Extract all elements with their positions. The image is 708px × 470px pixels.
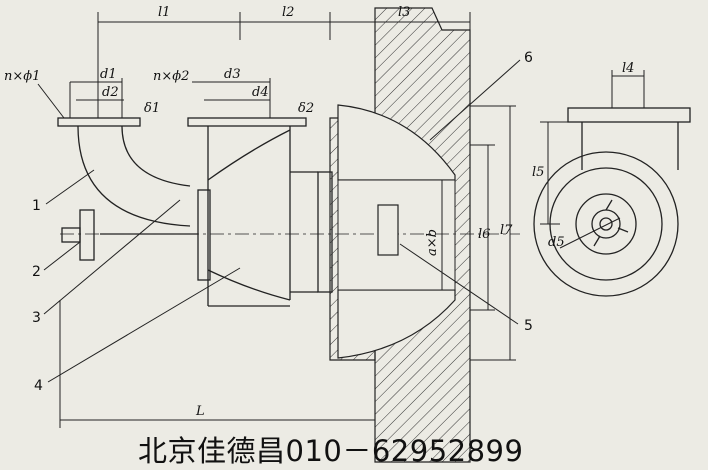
dim-L: L bbox=[195, 404, 205, 419]
dim-d3: d3 bbox=[224, 67, 241, 82]
wall-section bbox=[329, 7, 471, 463]
dim-d4: d4 bbox=[252, 85, 269, 100]
dim-d5: d5 bbox=[548, 235, 565, 250]
callout-6: 6 bbox=[524, 50, 533, 66]
dim-d1: d1 bbox=[100, 67, 117, 82]
bottom-dim-L bbox=[59, 300, 376, 428]
callout-1: 1 bbox=[32, 198, 41, 214]
label-n-phi2: n×ϕ2 bbox=[153, 69, 189, 84]
dim-l1: l1 bbox=[158, 5, 170, 20]
burner-elbow bbox=[57, 117, 333, 307]
dim-l2: l2 bbox=[282, 5, 294, 20]
side-view-dims bbox=[540, 70, 645, 249]
left-flange-dims bbox=[69, 78, 124, 118]
footer-contact-text: 北京佳德昌010－62952899 bbox=[138, 434, 524, 468]
dim-delta1: δ1 bbox=[144, 101, 160, 116]
side-view bbox=[533, 107, 691, 297]
callout-4: 4 bbox=[34, 378, 43, 394]
dim-l3: l3 bbox=[398, 5, 410, 20]
dim-axb: a×b bbox=[425, 229, 440, 256]
callout-leaders bbox=[43, 59, 521, 383]
dim-d2: d2 bbox=[102, 85, 119, 100]
right-vertical-dims bbox=[470, 105, 516, 361]
callout-5: 5 bbox=[524, 318, 533, 334]
dim-l7: l7 bbox=[500, 223, 513, 238]
callout-2: 2 bbox=[32, 264, 41, 280]
callout-3: 3 bbox=[32, 310, 41, 326]
middle-flange-dims bbox=[192, 78, 271, 118]
nozzle-insert bbox=[377, 204, 399, 256]
label-n-phi1: n×ϕ1 bbox=[4, 69, 40, 84]
dim-l4: l4 bbox=[622, 61, 634, 76]
dim-delta2: δ2 bbox=[298, 101, 314, 116]
dim-l6: l6 bbox=[478, 227, 490, 242]
dim-l5: l5 bbox=[532, 165, 544, 180]
